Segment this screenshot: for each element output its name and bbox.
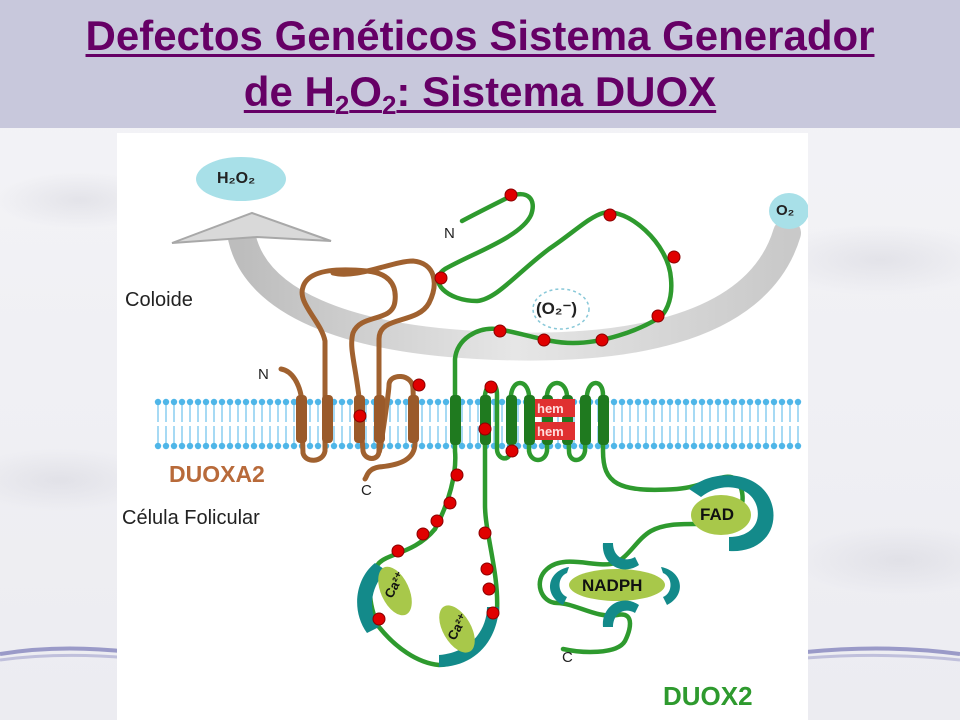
duoxa2-chain bbox=[278, 258, 437, 482]
superoxide-label: (O₂⁻) bbox=[536, 299, 578, 318]
nadph-label: NADPH bbox=[582, 576, 643, 595]
calcium-domain-2 bbox=[439, 607, 499, 667]
duox2-c-terminus-label: C bbox=[562, 649, 573, 666]
hem-label-2: hem bbox=[537, 424, 564, 439]
follicular-cell-label: Célula Folicular bbox=[122, 507, 260, 529]
fad-label: FAD bbox=[700, 505, 734, 524]
duox2-label: DUOX2 bbox=[663, 681, 753, 711]
title-line-2: de H2O2: Sistema DUOX bbox=[243, 68, 717, 120]
colloid-label: Coloide bbox=[125, 289, 193, 311]
duox2-n-terminus-label: N bbox=[444, 225, 455, 242]
hem-box-1 bbox=[535, 399, 575, 417]
diagram-canvas bbox=[154, 157, 808, 668]
duoxa2-label: DUOXA2 bbox=[169, 461, 265, 487]
o2-label: O₂ bbox=[776, 202, 795, 219]
duoxa2-c-terminus-label: C bbox=[361, 482, 372, 499]
nadph-ellipse bbox=[569, 569, 665, 601]
duoxa2-n-terminus-label: N bbox=[258, 366, 269, 383]
calcium-ellipse-1 bbox=[378, 566, 412, 616]
fad-ellipse bbox=[691, 495, 751, 535]
superoxide-bubble bbox=[532, 288, 590, 330]
o2-bubble bbox=[769, 193, 808, 229]
calcium-ellipse-2 bbox=[439, 605, 475, 653]
fad-domain bbox=[689, 475, 774, 552]
title-bar bbox=[0, 0, 960, 128]
hem-box-2 bbox=[535, 422, 575, 440]
nadph-teal-clamps bbox=[550, 543, 680, 627]
cell-membrane bbox=[154, 398, 802, 450]
decorative-swoosh-left bbox=[0, 646, 130, 662]
hem-label-1: hem bbox=[537, 401, 564, 416]
h2o2-bubble bbox=[196, 157, 286, 201]
reaction-arc bbox=[228, 219, 801, 361]
h2o2-label: H₂O₂ bbox=[217, 170, 256, 187]
calcium-domain-1 bbox=[357, 563, 387, 633]
title-line-1: Defectos Genéticos Sistema Generador bbox=[85, 12, 875, 59]
reaction-arrowhead bbox=[171, 211, 332, 244]
mutation-sites bbox=[353, 188, 681, 626]
decorative-swoosh-right bbox=[806, 646, 960, 662]
duox2-chain bbox=[367, 191, 745, 668]
slide-title: Defectos Genéticos Sistema Generador de … bbox=[0, 8, 960, 120]
duox-system-diagram: Coloide Célula Folicular DUOXA2 DUOX2 N … bbox=[117, 133, 808, 720]
